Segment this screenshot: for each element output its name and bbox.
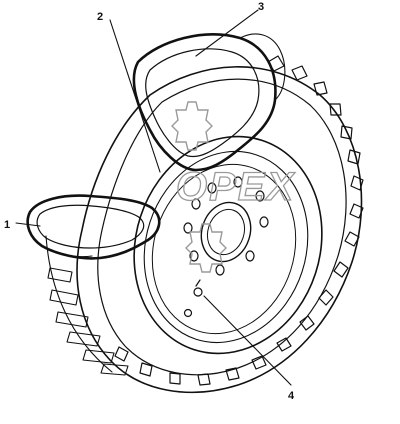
callout-label-4: 4	[288, 390, 295, 402]
tire-section-upper	[132, 33, 286, 172]
leader-line-1	[15, 222, 41, 227]
tire-section-lower	[26, 194, 161, 260]
callout-label-1: 1	[4, 219, 10, 231]
watermark: OPEX	[171, 101, 295, 273]
leader-line-4	[203, 295, 292, 386]
wheel-rim	[133, 135, 323, 355]
watermark-text: OPEX	[176, 165, 295, 209]
leader-line-3	[195, 9, 259, 57]
bolt-holes	[183, 176, 269, 276]
leader-lines	[15, 9, 292, 386]
leader-line-2	[109, 19, 161, 173]
valve	[183, 279, 203, 318]
callout-label-3: 3	[258, 1, 264, 13]
callout-label-2: 2	[97, 11, 103, 23]
tire	[45, 55, 364, 394]
